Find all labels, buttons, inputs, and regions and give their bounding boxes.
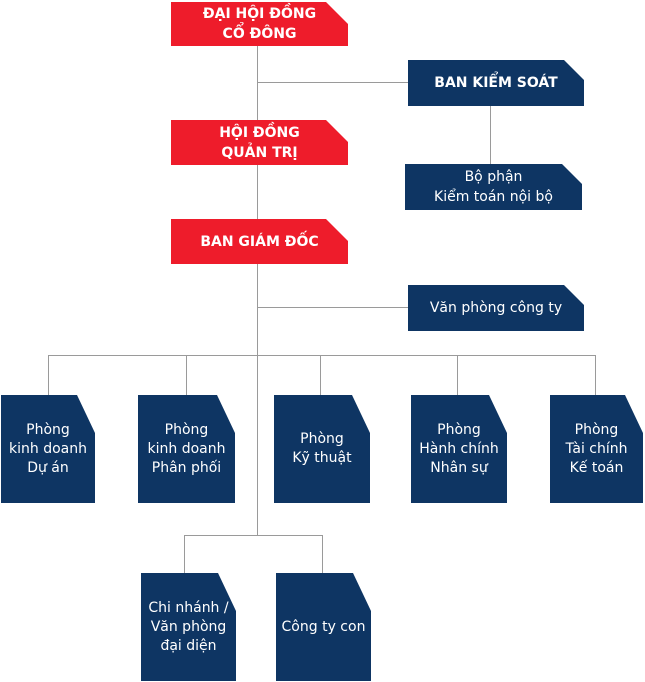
connector-bottom-bar [184, 535, 323, 536]
connector-branch [184, 535, 185, 573]
connector-dept-technical [320, 355, 321, 395]
connector-dept-distribution [186, 355, 187, 395]
node-dept-distribution: Phòng kinh doanh Phân phối [138, 395, 235, 503]
connector-supervisory-audit [490, 105, 491, 165]
node-shareholders: ĐẠI HỘI ĐỒNG CỔ ĐÔNG [171, 2, 348, 46]
node-dept-technical: Phòng Kỹ thuật [274, 395, 370, 503]
connector-subsidiary [322, 535, 323, 573]
connector-to-office [257, 307, 409, 308]
connector-to-supervisory [257, 82, 409, 83]
node-subsidiary: Công ty con [276, 573, 371, 681]
node-office: Văn phòng công ty [408, 285, 584, 331]
node-dept-project: Phòng kinh doanh Dự án [1, 395, 95, 503]
node-supervisory: BAN KIỂM SOÁT [408, 60, 584, 106]
node-dept-hr: Phòng Hành chính Nhân sự [411, 395, 507, 503]
connector-dept-finance [595, 355, 596, 395]
connector-departments-bar [48, 355, 596, 356]
connector-main-spine [257, 45, 258, 535]
connector-dept-hr [457, 355, 458, 395]
node-branch: Chi nhánh / Văn phòng đại diện [141, 573, 236, 681]
node-dept-finance: Phòng Tài chính Kế toán [550, 395, 643, 503]
node-board: HỘI ĐỒNG QUẢN TRỊ [171, 120, 348, 165]
connector-dept-project [48, 355, 49, 395]
node-audit: Bộ phận Kiểm toán nội bộ [405, 164, 582, 210]
node-management: BAN GIÁM ĐỐC [171, 219, 348, 264]
